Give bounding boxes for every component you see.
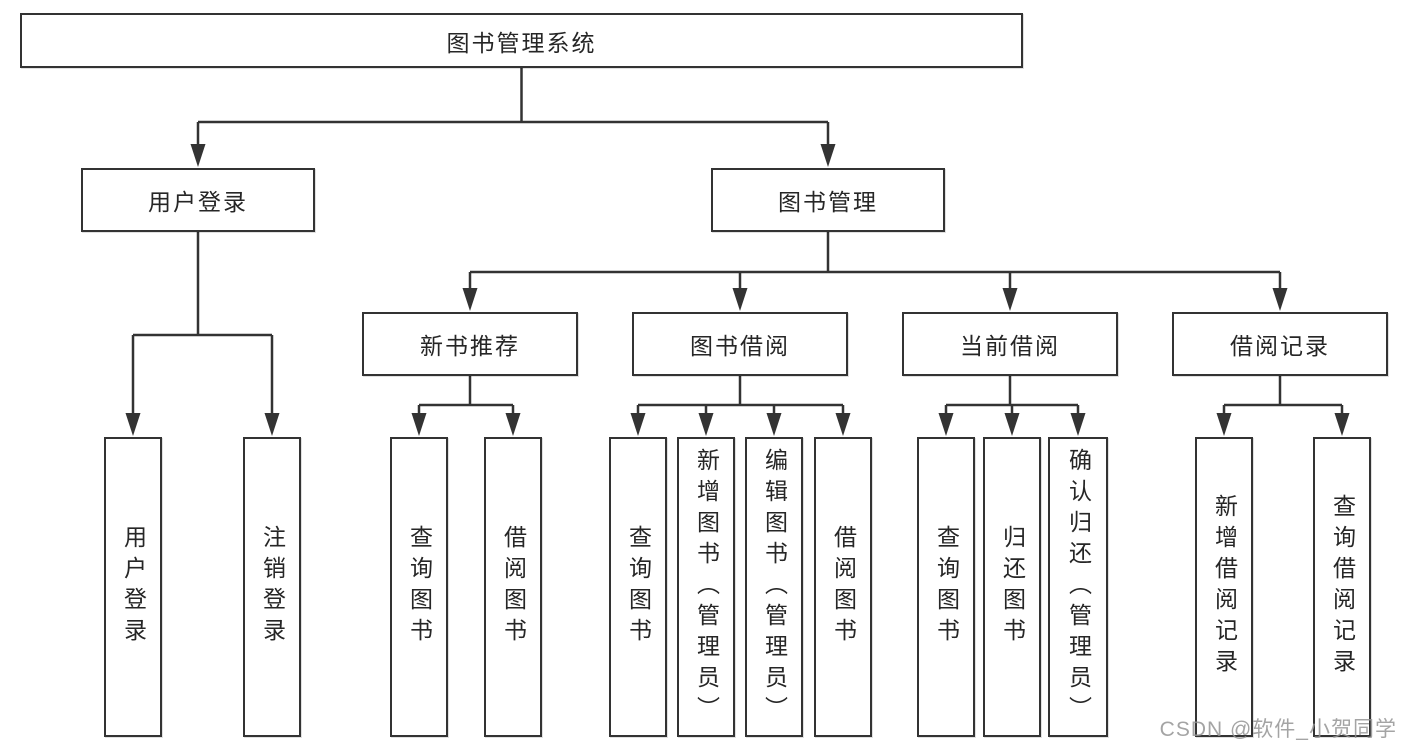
leaf-confirm-return-admin: 确认归还（管理员） [1048,437,1108,737]
leaf-label: 编辑图书（管理员） [761,447,788,727]
node-new-book-recommend: 新书推荐 [362,312,578,376]
node-current-borrow: 当前借阅 [902,312,1118,376]
leaf-label: 借阅图书 [500,525,527,649]
leaf-borrow-books-2: 借阅图书 [814,437,872,737]
leaf-query-books-1: 查询图书 [390,437,448,737]
arrowhead-icons [125,144,1350,436]
node-label: 图书管理 [778,189,878,215]
node-label: 图书借阅 [690,333,790,359]
leaf-label: 查询图书 [625,525,652,649]
leaf-label: 查询借阅记录 [1329,494,1356,680]
node-label: 当前借阅 [960,333,1060,359]
node-root-system: 图书管理系统 [20,13,1023,68]
node-book-management-branch: 图书管理 [711,168,945,232]
leaf-label: 归还图书 [999,525,1026,649]
leaf-return-book: 归还图书 [983,437,1041,737]
node-label: 图书管理系统 [446,29,597,56]
leaf-label: 注销登录 [259,525,286,649]
leaf-label: 新增图书（管理员） [693,447,720,727]
leaf-label: 确认归还（管理员） [1065,447,1092,727]
leaf-label: 查询图书 [933,525,960,649]
leaf-label: 新增借阅记录 [1211,494,1238,680]
node-user-login-branch: 用户登录 [81,168,315,232]
leaf-logout: 注销登录 [243,437,301,737]
leaf-edit-book-admin: 编辑图书（管理员） [745,437,803,737]
csdn-watermark: CSDN @软件_小贺同学 [1159,718,1397,741]
node-label: 新书推荐 [420,333,520,359]
leaf-query-books-2: 查询图书 [609,437,667,737]
node-label: 借阅记录 [1230,333,1330,359]
leaf-query-borrow-record: 查询借阅记录 [1313,437,1371,737]
node-label: 用户登录 [148,189,248,215]
leaf-label: 借阅图书 [830,525,857,649]
leaf-label: 用户登录 [120,525,147,649]
leaf-query-books-3: 查询图书 [917,437,975,737]
leaf-add-book-admin: 新增图书（管理员） [677,437,735,737]
leaf-user-login: 用户登录 [104,437,162,737]
leaf-add-borrow-record: 新增借阅记录 [1195,437,1253,737]
node-book-borrow: 图书借阅 [632,312,848,376]
leaf-borrow-books-1: 借阅图书 [484,437,542,737]
node-borrow-records: 借阅记录 [1172,312,1388,376]
leaf-label: 查询图书 [406,525,433,649]
